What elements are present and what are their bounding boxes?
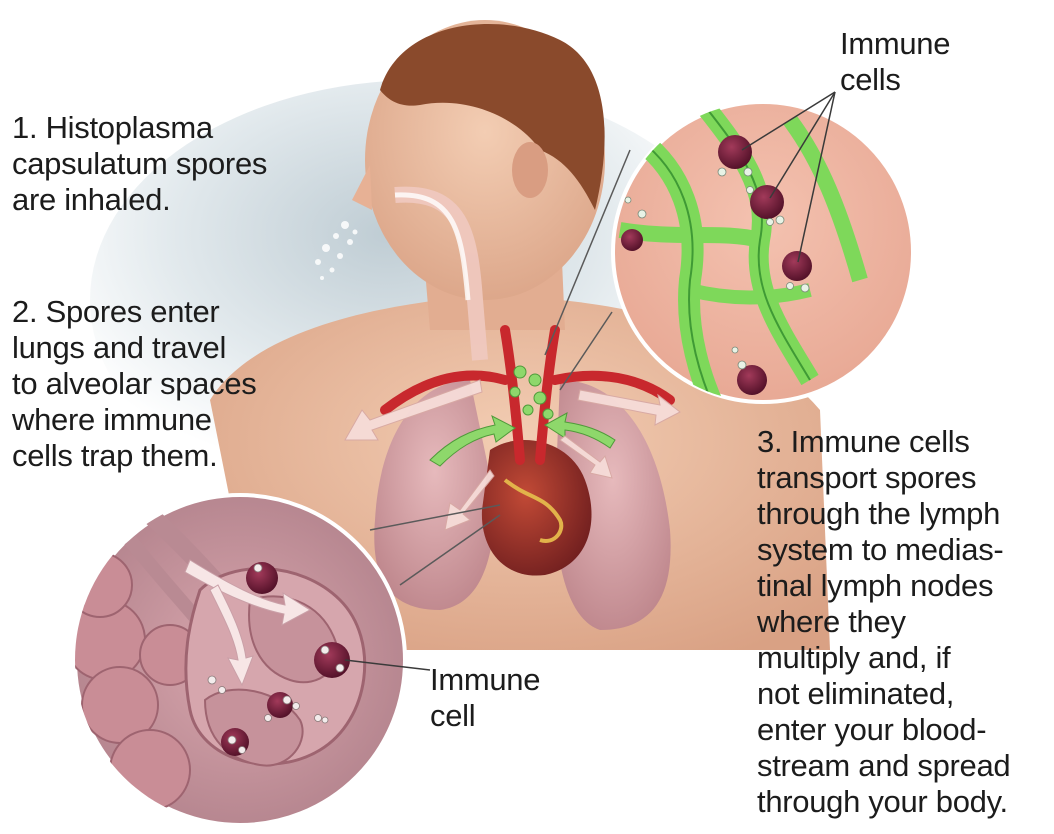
immune-cells-label: Immune cells	[840, 26, 990, 98]
step-1-caption: 1. Histoplasma capsulatum spores are inh…	[12, 110, 342, 218]
ear	[512, 142, 548, 198]
immune-cell-label: Immune cell	[430, 662, 580, 734]
step-2-caption: 2. Spores enter lungs and travel to alve…	[12, 294, 332, 474]
alveoli-inset	[65, 495, 405, 825]
step-3-caption: 3. Immune cells transport spores through…	[757, 424, 1052, 820]
